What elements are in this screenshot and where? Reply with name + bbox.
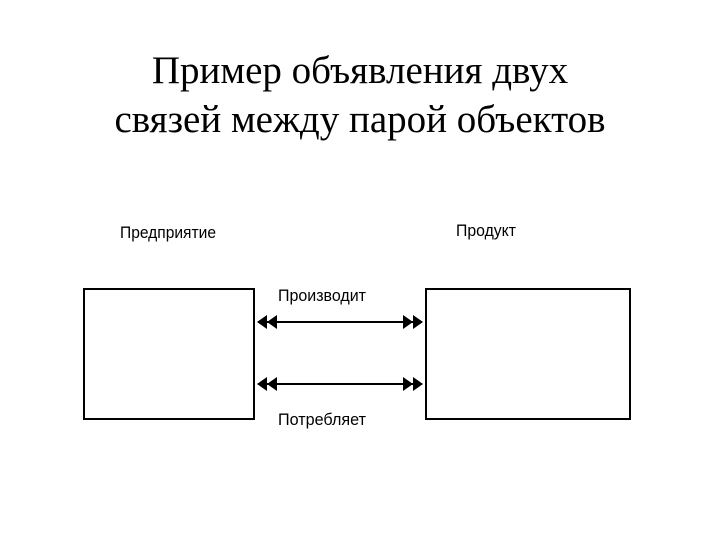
double-arrowhead-left-icon — [267, 315, 277, 329]
slide-title: Пример объявления двух связей между паро… — [40, 46, 680, 144]
entity-box-enterprise — [83, 288, 255, 420]
double-arrowhead-left-icon — [257, 377, 267, 391]
entity-label-product: Продукт — [456, 221, 516, 240]
entity-label-enterprise: Предприятие — [120, 223, 216, 242]
double-arrowhead-left-icon — [267, 377, 277, 391]
double-arrowhead-left-icon — [257, 315, 267, 329]
relationship-label-consumes: Потребляет — [278, 410, 366, 429]
double-arrowhead-right-icon — [413, 377, 423, 391]
relationship-line-produces — [257, 315, 423, 329]
slide-title-line-1: Пример объявления двух — [151, 49, 569, 92]
double-arrowhead-right-icon — [413, 315, 423, 329]
slide-title-line-2: связей между парой объектов — [114, 98, 606, 141]
double-arrowhead-right-icon — [403, 377, 413, 391]
entity-box-product — [425, 288, 631, 420]
double-arrowhead-right-icon — [403, 315, 413, 329]
relationship-line-consumes — [257, 377, 423, 391]
relationship-label-produces: Производит — [278, 286, 366, 305]
